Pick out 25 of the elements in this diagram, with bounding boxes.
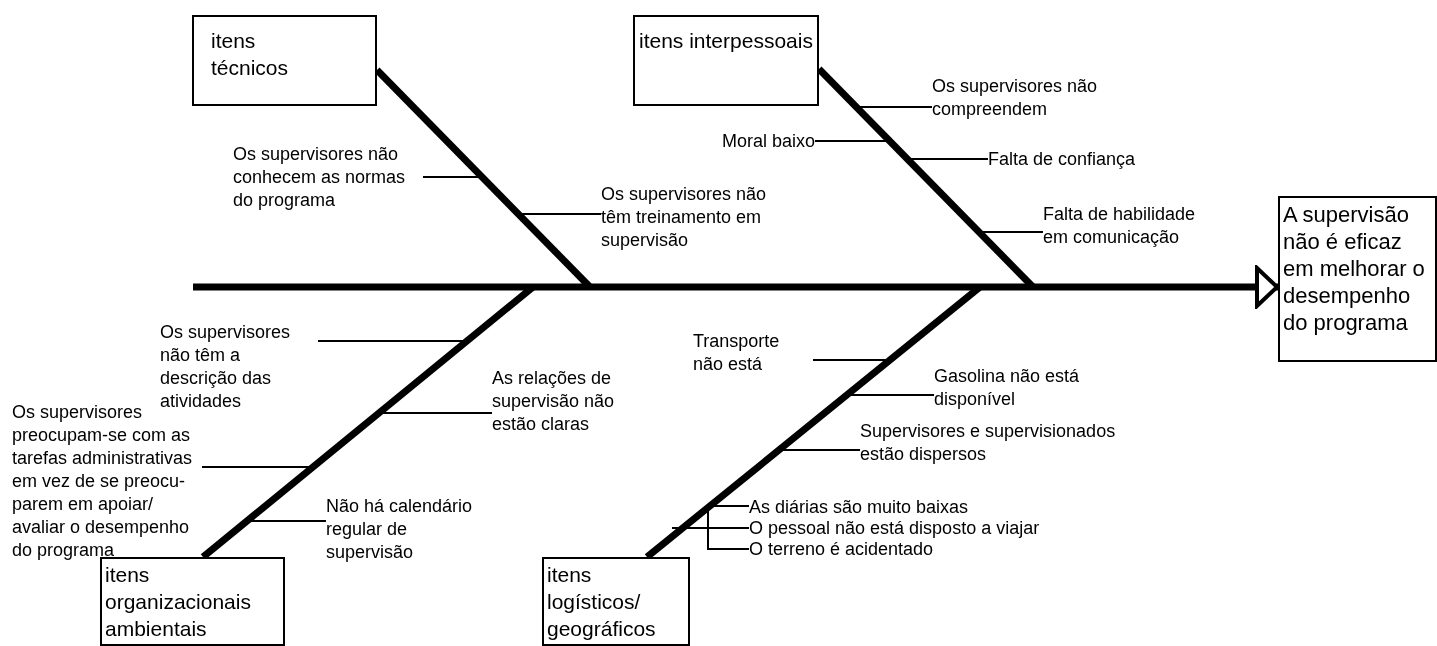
cause-text: As diárias são muito baixas	[749, 497, 969, 517]
cause-text: O terreno é acidentado	[749, 539, 934, 559]
category-label: itens interpessoais	[639, 29, 813, 52]
cause-text: Falta de confiança	[988, 149, 1136, 169]
leader-line	[814, 140, 888, 142]
cause-text: Os supervisores não têm treinamento em supervisão	[601, 184, 767, 250]
cause-text: As relações de supervisão não estão claras	[492, 368, 615, 434]
category-label: itens organizacionais ambientais	[105, 563, 251, 640]
effect-label: A supervisão não é eficaz em melhorar o desempenho do programa	[1283, 202, 1425, 335]
cause-text: Falta de habilidade em comunicação	[1043, 204, 1196, 247]
cause-text: Moral baixo	[722, 131, 816, 151]
category-label: itens logísticos/ geográficos	[547, 563, 656, 640]
category-box	[542, 557, 690, 646]
effect-box	[1278, 196, 1437, 362]
category-label: itens técnicos	[211, 29, 289, 79]
cause-text: Supervisores e supervisionados estão dispersos	[860, 421, 1116, 464]
category-box	[633, 15, 819, 106]
leader-line	[201, 466, 312, 468]
cause-text: O pessoal não está disposto a viajar	[749, 518, 1040, 538]
cause-text: Os supervisores não compreendem	[932, 76, 1098, 119]
cause-text: Os supervisores não conhecem as normas do programa	[233, 144, 406, 210]
category-box	[192, 15, 377, 106]
cause-text: Gasolina não está disponível	[934, 366, 1080, 409]
cause-text: Transporte não está	[693, 331, 780, 374]
cause-text: Não há calendário regular de supervisão	[326, 496, 473, 562]
